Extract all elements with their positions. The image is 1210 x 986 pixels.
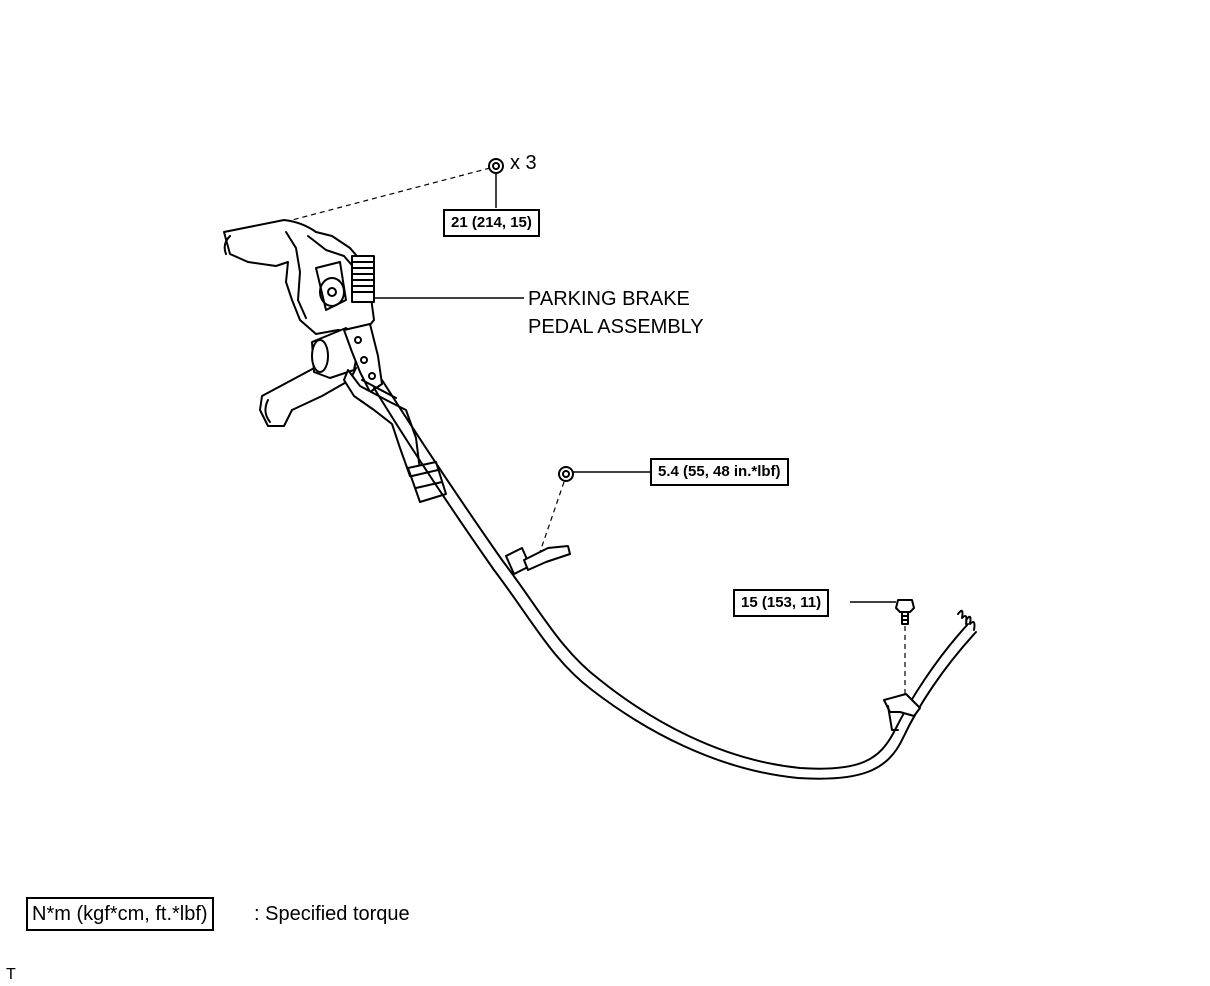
torque-box-bolt: 15 (153, 11) bbox=[733, 589, 830, 617]
torque-box-mid: 5.4 (55, 48 in.*lbf) bbox=[650, 458, 789, 486]
dashed-line-top-nut bbox=[291, 167, 491, 221]
parking-brake-pedal-assembly bbox=[223, 219, 447, 503]
legend-text: : Specified torque bbox=[254, 903, 410, 925]
legend-torque-box: N*m (kgf*cm, ft.*lbf) bbox=[26, 897, 214, 931]
part-label: PARKING BRAKE PEDAL ASSEMBLY bbox=[528, 285, 704, 341]
part-label-line1: PARKING BRAKE bbox=[528, 288, 690, 310]
nut-mid bbox=[558, 466, 574, 482]
nut-top bbox=[488, 158, 504, 174]
cable-bracket-mid bbox=[523, 545, 571, 571]
torque-box-top: 21 (214, 15) bbox=[443, 209, 540, 237]
parking-brake-cable bbox=[373, 379, 977, 780]
corner-mark: T bbox=[6, 966, 16, 983]
bolt bbox=[895, 599, 915, 625]
part-label-line2: PEDAL ASSEMBLY bbox=[528, 316, 704, 338]
dashed-line-mid-nut bbox=[539, 481, 565, 553]
nuts-quantity: x 3 bbox=[510, 152, 537, 174]
cable-clamp-bracket bbox=[883, 693, 921, 731]
